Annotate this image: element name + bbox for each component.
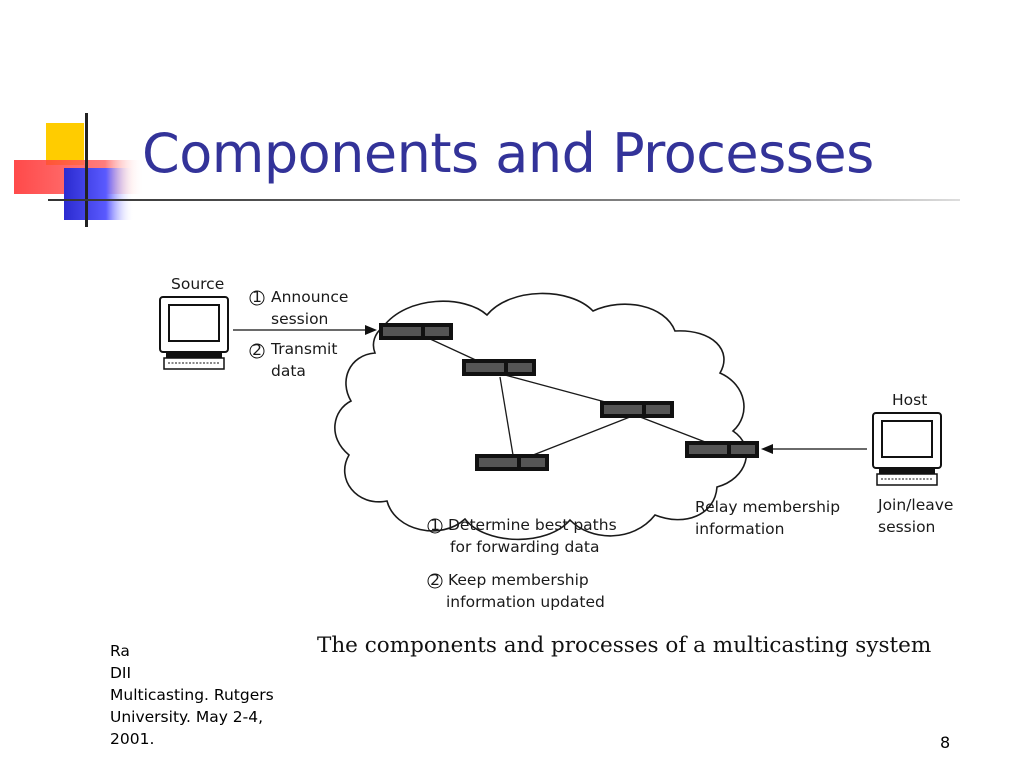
host-action-label: Join/leave session [877, 496, 953, 536]
host-label: Host [892, 391, 927, 409]
citation-line: University. May 2-4, [110, 708, 264, 726]
logo-blue-square [64, 168, 134, 220]
footer-citation: Ra DII Multicasting. Rutgers University.… [110, 640, 298, 750]
relay-membership-label: Relay membership information [695, 498, 840, 538]
router [462, 359, 536, 376]
svg-text:information updated: information updated [446, 593, 605, 611]
svg-text:1: 1 [252, 288, 262, 306]
svg-text:Announce: Announce [271, 288, 348, 306]
citation-line: Multicasting. Rutgers [110, 686, 274, 704]
svg-text:2: 2 [252, 341, 262, 359]
host-computer-icon [872, 412, 942, 486]
router [600, 401, 674, 418]
router [685, 441, 759, 458]
network-cloud [334, 292, 748, 541]
logo-horizontal-line [48, 199, 960, 201]
page-number: 8 [940, 733, 951, 752]
citation-line: 2001. [110, 730, 155, 748]
svg-text:session: session [271, 310, 328, 328]
svg-text:Transmit: Transmit [270, 340, 337, 358]
router-step-2: 2 Keep membership information updated [427, 571, 605, 611]
step-number-circle [249, 343, 265, 359]
logo-yellow-square [46, 123, 84, 165]
multicast-diagram: Source Host 1 Announce session 2 Transmi… [159, 275, 953, 658]
router [379, 323, 453, 340]
svg-text:session: session [878, 518, 935, 536]
diagram-caption: The components and processes of a multic… [317, 633, 931, 658]
source-computer-icon [159, 296, 229, 370]
router-step-1: 1 Determine best paths for forwarding da… [427, 516, 617, 556]
citation-line: Ra [110, 642, 130, 660]
source-arrow [233, 325, 377, 335]
svg-text:information: information [695, 520, 784, 538]
source-step-1: 1 Announce session [249, 288, 348, 328]
step-number-circle [427, 518, 443, 534]
step-number-circle [249, 290, 265, 306]
source-step-2: 2 Transmit data [249, 340, 337, 380]
logo-vertical-line [85, 113, 88, 227]
svg-text:Relay membership: Relay membership [695, 498, 840, 516]
router [475, 454, 549, 471]
svg-text:for forwarding data: for forwarding data [450, 538, 599, 556]
svg-text:2: 2 [430, 571, 440, 589]
slide-title: Components and Processes [142, 122, 874, 185]
svg-text:Join/leave: Join/leave [877, 496, 953, 514]
svg-text:Keep membership: Keep membership [448, 571, 589, 589]
step-number-circle [427, 573, 443, 589]
svg-text:1: 1 [430, 516, 440, 534]
svg-text:data: data [271, 362, 306, 380]
citation-line: DII [110, 664, 132, 682]
host-arrow [761, 444, 867, 454]
source-label: Source [171, 275, 224, 293]
svg-text:Determine best paths: Determine best paths [448, 516, 617, 534]
